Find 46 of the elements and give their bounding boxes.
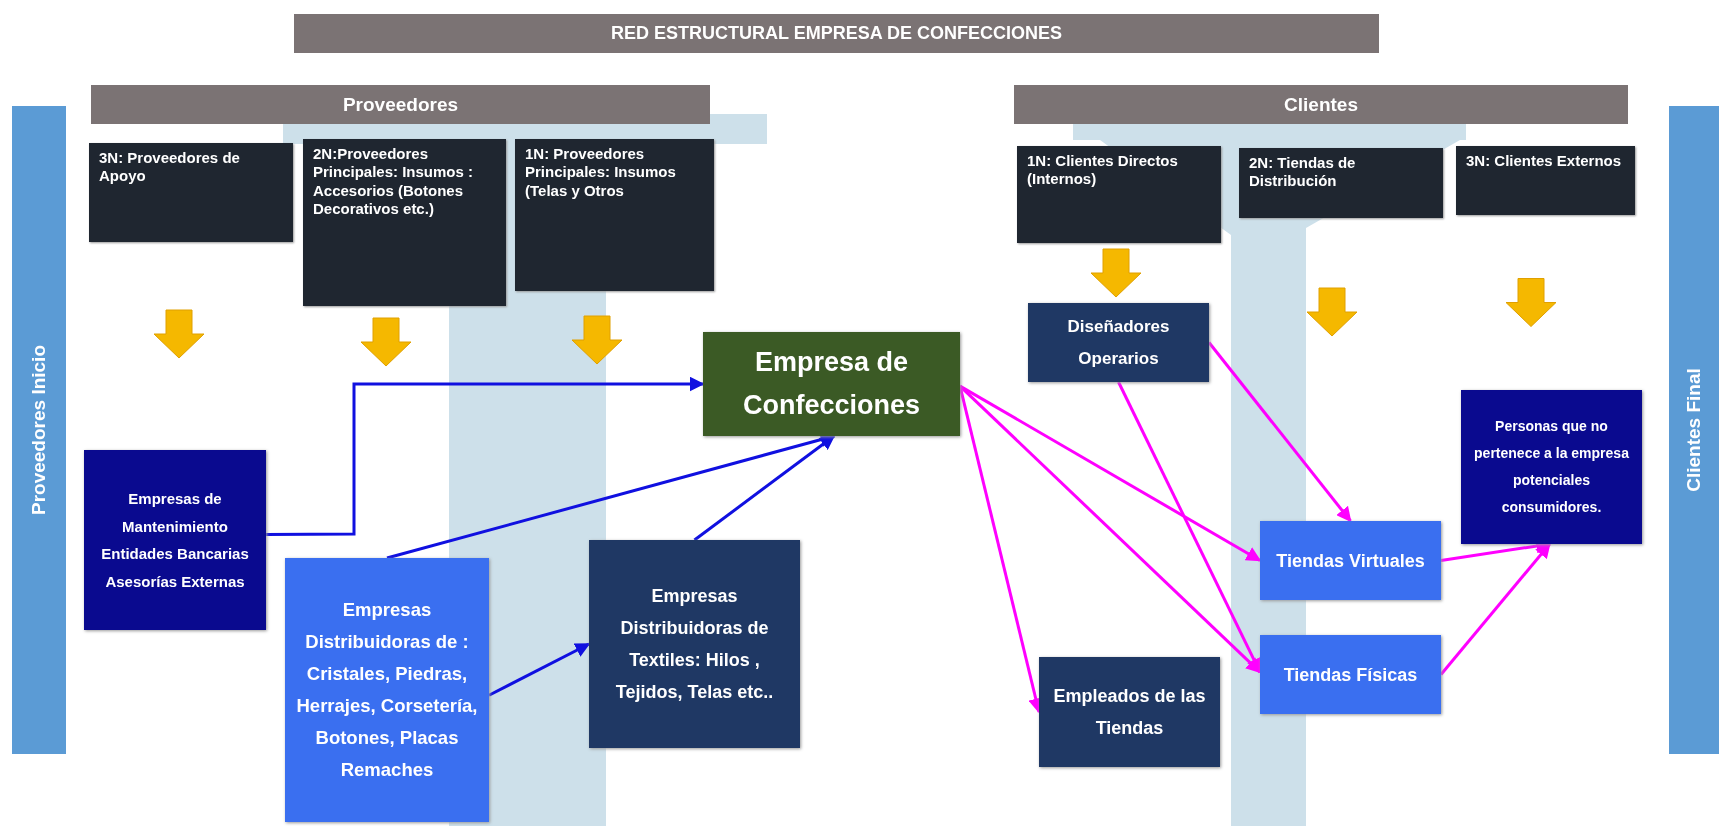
header-label: Proveedores Inicio	[28, 345, 50, 515]
arrow	[1117, 381, 1262, 674]
box-label: Personas que no pertenece a la empresa potenciales consumidores.	[1473, 417, 1630, 517]
central-box	[703, 332, 960, 436]
box-label: Tiendas Físicas	[1283, 663, 1418, 687]
box-label: 2N: Tiendas de Distribución	[1249, 154, 1357, 191]
process-box	[285, 558, 489, 822]
box-label: Diseñadores Operarios	[1066, 315, 1171, 370]
header-label: Clientes	[1284, 93, 1358, 116]
block-arrow	[1505, 278, 1557, 327]
tier-box	[515, 139, 714, 291]
box-label: Empresa de Confecciones	[741, 345, 921, 422]
process-box	[1260, 635, 1441, 714]
box-label: 2N:Proveedores Principales: Insumos : Accesorios (Botones Decorativos etc.)	[313, 145, 475, 219]
header-label: Proveedores	[342, 93, 459, 116]
arrow	[488, 642, 591, 697]
title-bar: RED ESTRUCTURAL EMPRESA DE CONFECCIONES	[294, 14, 1379, 53]
process-box	[589, 540, 800, 748]
side-bar	[12, 106, 66, 754]
arrow	[959, 384, 1262, 562]
header-bar	[91, 85, 710, 124]
process-box	[1028, 303, 1209, 382]
side-bar	[1669, 106, 1719, 754]
box-label: 1N: Clientes Directos (Internos)	[1027, 152, 1179, 189]
box-label: 3N: Clientes Externos	[1466, 152, 1623, 171]
tier-box	[1017, 146, 1221, 243]
arrow	[693, 434, 836, 542]
arrow	[266, 376, 705, 537]
box-label: Tiendas Virtuales	[1276, 549, 1425, 573]
box-label: 1N: Proveedores Principales: Insumos (Telas y Otros	[525, 145, 677, 200]
tier-box	[1239, 148, 1443, 218]
process-box	[84, 450, 266, 630]
block-arrow	[1090, 248, 1142, 298]
process-box	[1260, 521, 1441, 600]
box-label: 3N: Proveedores de Apoyo	[99, 149, 241, 186]
process-box	[1461, 390, 1642, 544]
box-label: Empresas de Mantenimiento Entidades Bancarias Asesorías Externas	[100, 489, 250, 592]
header-bar	[1014, 85, 1628, 124]
box-label: Empleados de las Tiendas	[1052, 685, 1207, 740]
tier-box	[89, 143, 293, 242]
tier-box	[1456, 146, 1635, 215]
process-box	[1039, 657, 1220, 767]
tier-box	[303, 139, 506, 306]
header-label: Clientes Final	[1683, 368, 1705, 492]
box-label: Empresas Distribuidoras de Textiles: Hilos , Tejidos, Telas etc..	[614, 585, 775, 704]
box-label: Empresas Distribuidoras de : Cristales, Piedras, Herrajes, Corsetería, Botones, Placas Remaches	[295, 598, 479, 782]
